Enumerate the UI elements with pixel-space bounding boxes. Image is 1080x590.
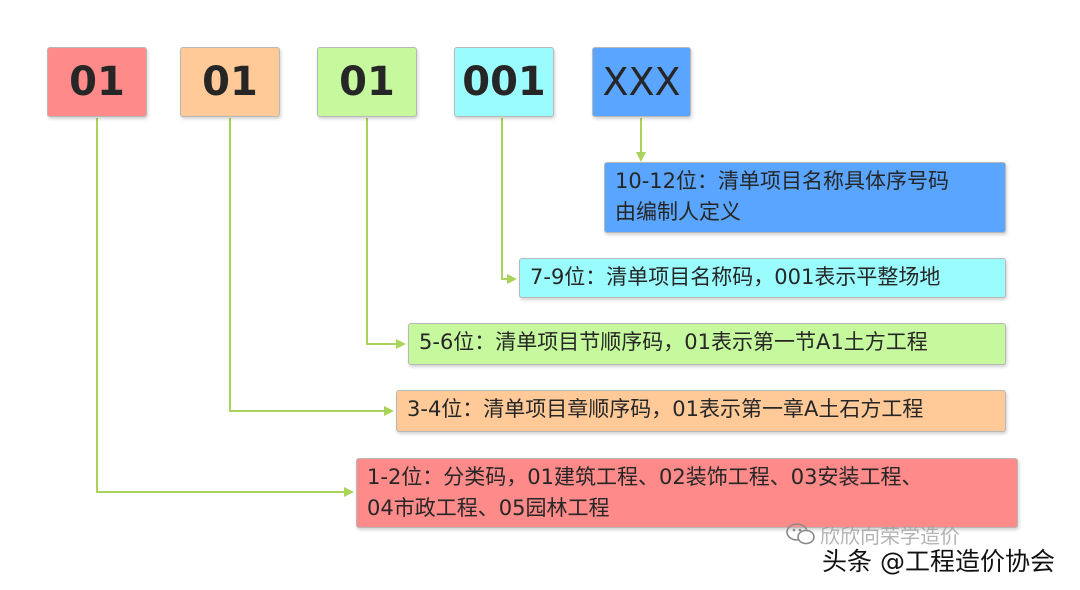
desc-line: 3-4位：清单项目章顺序码，01表示第一章A土石方工程 [407, 397, 924, 421]
code-segment-label: XXX [602, 60, 681, 104]
code-segment-label: 01 [202, 59, 258, 105]
desc-line: 04市政工程、05园林工程 [367, 496, 610, 520]
watermark-text: 头条 @工程造价协会 [822, 547, 1055, 576]
desc-line: 1-2位：分类码，01建筑工程、02装饰工程、03安装工程、 [367, 465, 923, 489]
desc-line: 10-12位：清单项目名称具体序号码 [615, 169, 950, 193]
code-segment-5-6: 01 [317, 47, 417, 117]
code-segment-label: 001 [462, 59, 546, 105]
connector-01-second [229, 118, 394, 416]
watermark-faint-text: 欣欣向荣学造价 [820, 524, 960, 548]
connector-01-third [366, 118, 406, 349]
connector-01-first [96, 118, 354, 497]
desc-1-2: 1-2位：分类码，01建筑工程、02装饰工程、03安装工程、 04市政工程、05… [356, 458, 1018, 528]
desc-5-6: 5-6位：清单项目节顺序码，01表示第一节A1土方工程 [408, 323, 1006, 365]
code-segment-label: 01 [69, 59, 125, 105]
desc-line: 5-6位：清单项目节顺序码，01表示第一节A1土方工程 [419, 330, 928, 354]
code-segment-label: 01 [339, 59, 395, 105]
code-segment-10-12: XXX [592, 47, 691, 117]
desc-7-9: 7-9位：清单项目名称码，001表示平整场地 [519, 258, 1006, 298]
desc-10-12: 10-12位：清单项目名称具体序号码 由编制人定义 [604, 162, 1006, 233]
desc-line: 7-9位：清单项目名称码，001表示平整场地 [530, 265, 941, 289]
code-segment-7-9: 001 [454, 47, 554, 117]
code-segment-3-4: 01 [180, 47, 280, 117]
connector-001 [501, 118, 517, 284]
wechat-icon [786, 523, 815, 545]
code-segment-1-2: 01 [47, 47, 147, 117]
desc-3-4: 3-4位：清单项目章顺序码，01表示第一章A土石方工程 [396, 390, 1006, 432]
desc-line: 由编制人定义 [615, 200, 741, 224]
